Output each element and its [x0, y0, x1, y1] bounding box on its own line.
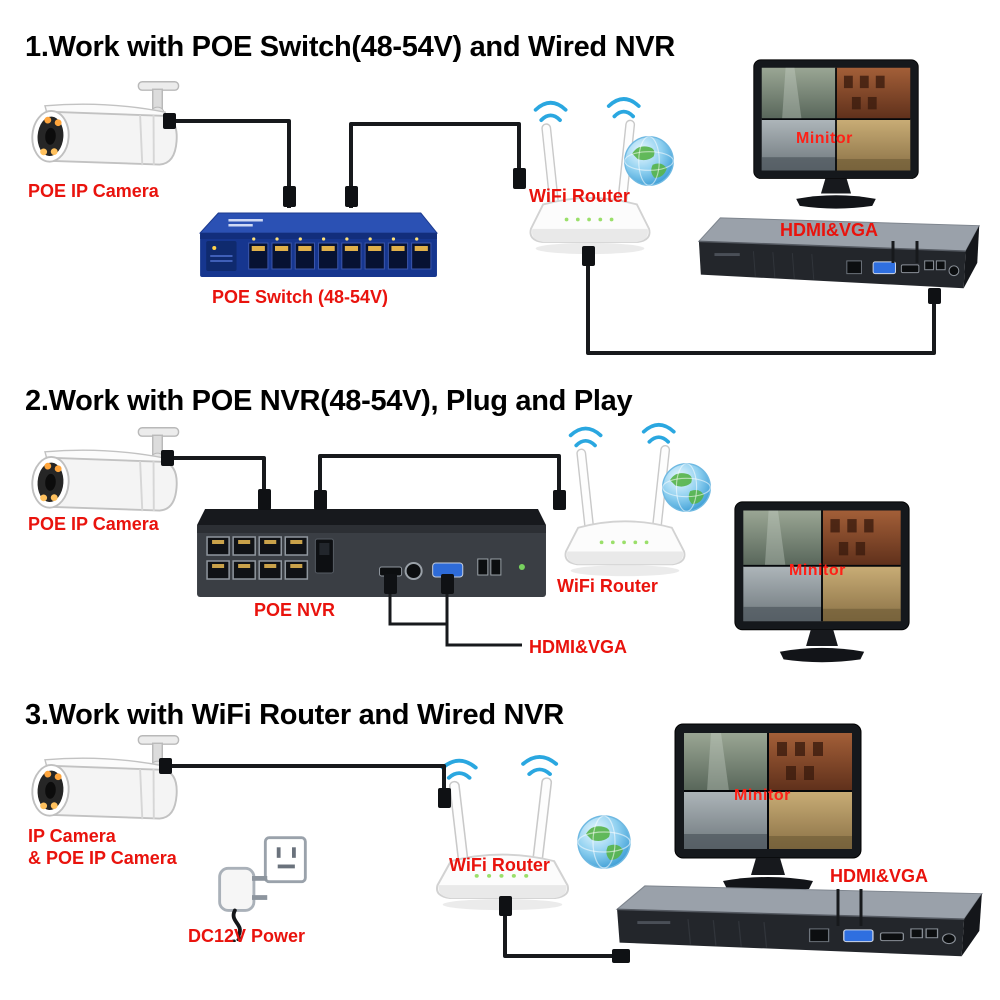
- camera-label-3-line2: & POE IP Camera: [28, 848, 177, 868]
- hdmi-vga-label-2: HDMI&VGA: [529, 637, 627, 657]
- cable-switch-to-router1: [345, 122, 526, 208]
- hdmi-vga-label-3: HDMI&VGA: [830, 866, 928, 886]
- router-label-1: WiFi Router: [529, 186, 630, 206]
- switch-label: POE Switch (48-54V): [212, 287, 389, 307]
- camera-label-3-line1: IP Camera: [28, 826, 116, 846]
- poe-switch-icon: [192, 203, 440, 285]
- internet-globe-icon-1: [621, 133, 677, 189]
- cable-camera3-to-router3: [159, 758, 451, 808]
- monitor-icon-2: [733, 500, 911, 667]
- section-1-title: 1.Work with POE Switch(48-54V) and Wired…: [25, 31, 675, 63]
- section-3-title: 3.Work with WiFi Router and Wired NVR: [25, 699, 564, 731]
- monitor-text-3: Minitor: [734, 787, 791, 804]
- router-label-3: WiFi Router: [449, 855, 550, 875]
- monitor-text-2: Minitor: [789, 562, 846, 579]
- wifi-router-icon-3: [420, 750, 585, 912]
- camera-label-1: POE IP Camera: [28, 181, 159, 201]
- camera-label-2: POE IP Camera: [28, 514, 159, 534]
- internet-globe-icon-3: [574, 812, 634, 872]
- poe-nvr-label: POE NVR: [254, 600, 336, 620]
- power-label: DC12V Power: [188, 926, 306, 946]
- section-2-title: 2.Work with POE NVR(48-54V), Plug and Pl…: [25, 385, 633, 417]
- monitor-text-1: Minitor: [796, 130, 853, 147]
- router-label-2: WiFi Router: [557, 576, 658, 596]
- poe-nvr-icon: [185, 505, 551, 605]
- poe-camera-icon-3: [18, 732, 190, 840]
- nvr-icon-3: [612, 880, 992, 970]
- hdmi-vga-label-1: HDMI&VGA: [780, 220, 878, 240]
- poe-camera-icon-1: [18, 78, 190, 186]
- internet-globe-icon-2: [659, 460, 714, 515]
- cable-poenvr-to-router2: [314, 454, 566, 510]
